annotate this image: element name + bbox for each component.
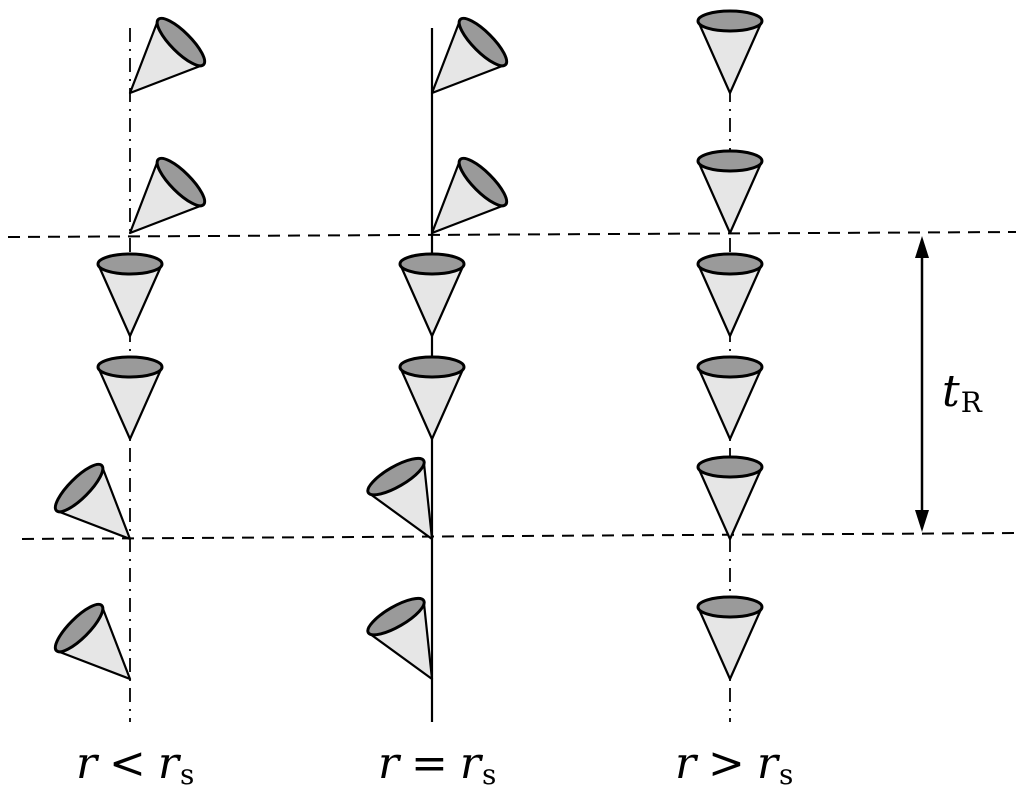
light-cone <box>696 252 764 338</box>
cone-body <box>430 158 507 235</box>
cone-mouth <box>53 602 105 654</box>
cone-mouth <box>96 252 164 276</box>
interval-arrow <box>915 236 929 532</box>
arrow-head-down <box>915 510 929 532</box>
cone-mouth <box>96 355 164 379</box>
cone-mouth <box>366 596 426 637</box>
light-cone <box>366 596 434 681</box>
light-cone <box>128 156 207 235</box>
cone-mouth <box>53 462 105 514</box>
column-label-r-greater-than-rs: r>rs <box>675 738 794 791</box>
light-cone <box>430 156 509 235</box>
light-cones <box>53 9 764 681</box>
light-cone <box>430 16 509 95</box>
light-cone <box>366 456 434 541</box>
cone-mouth <box>366 456 426 497</box>
arrow-head-up <box>915 236 929 258</box>
cone-body <box>128 18 205 95</box>
column-label-r-equals-rs: r=rs <box>378 738 497 791</box>
cone-body <box>430 18 507 95</box>
interval-label-tr: tR <box>942 366 982 419</box>
cone-mouth <box>457 16 509 68</box>
light-cone <box>696 9 764 95</box>
cone-mouth <box>696 252 764 276</box>
light-cone <box>398 252 466 338</box>
light-cone <box>398 355 466 441</box>
light-cone <box>696 595 764 681</box>
light-cone <box>696 455 764 541</box>
interval-guides <box>7 231 1017 540</box>
light-cone <box>696 355 764 441</box>
light-cone <box>96 355 164 441</box>
cone-body <box>55 464 132 541</box>
cone-body <box>55 604 132 681</box>
cone-mouth <box>398 252 466 276</box>
cone-mouth <box>398 355 466 379</box>
cone-mouth <box>696 9 764 33</box>
cone-mouth <box>696 149 764 173</box>
cone-mouth <box>696 455 764 479</box>
cone-mouth <box>155 156 207 208</box>
cone-mouth <box>696 355 764 379</box>
light-cone <box>53 602 132 681</box>
cone-body <box>128 158 205 235</box>
light-cone <box>696 149 764 235</box>
column-label-r-less-than-rs: r<rs <box>76 738 195 791</box>
upper-dashed-line <box>7 231 1017 238</box>
light-cone <box>128 16 207 95</box>
light-cone <box>96 252 164 338</box>
lower-dashed-line <box>21 532 1017 540</box>
cone-mouth <box>155 16 207 68</box>
cone-mouth <box>457 156 509 208</box>
light-cone <box>53 462 132 541</box>
cone-mouth <box>696 595 764 619</box>
